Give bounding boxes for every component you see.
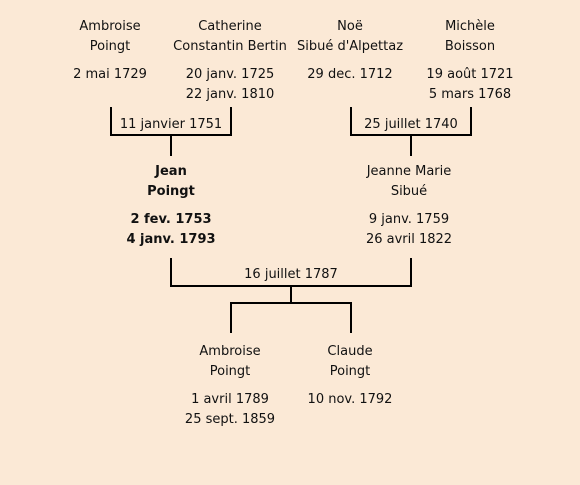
person-last-name: Sibué (390, 184, 428, 199)
person-first-name: Michèle (445, 19, 495, 34)
person-dates: 10 nov. 1792 (280, 390, 420, 410)
person-dates: 2 fev. 1753 4 janv. 1793 (101, 210, 241, 250)
person-ambroise-poingt-senior: Ambroise Poingt 2 mai 1729 (40, 17, 180, 85)
person-last-name: Poingt (209, 364, 251, 379)
person-dates: 9 janv. 1759 26 avril 1822 (339, 210, 479, 250)
marriage-date-right: 25 juillet 1740 (364, 117, 458, 132)
marriage-date-parents: 16 juillet 1787 (244, 267, 338, 282)
birth-date: 20 janv. 1725 (185, 67, 275, 82)
person-first-name: Ambroise (199, 344, 261, 359)
connector-parents-vertical-1 (170, 258, 172, 287)
person-last-name: Constantin Bertin (173, 39, 287, 54)
person-last-name: Boisson (444, 39, 496, 54)
birth-date: 2 fev. 1753 (130, 212, 212, 227)
person-dates: 2 mai 1729 (40, 65, 180, 85)
person-claude-poingt: Claude Poingt 10 nov. 1792 (280, 342, 420, 410)
connector-right-vertical-2 (470, 107, 472, 136)
connector-left-down (170, 134, 172, 156)
person-michele-boisson: Michèle Boisson 19 août 1721 5 mars 1768 (400, 17, 540, 105)
marriage-date-left: 11 janvier 1751 (119, 117, 223, 132)
person-first-name: Ambroise (79, 19, 141, 34)
person-dates: 20 janv. 1725 22 janv. 1810 (160, 65, 300, 105)
death-date: 5 mars 1768 (428, 87, 512, 102)
birth-date: 10 nov. 1792 (307, 392, 393, 407)
death-date: 22 janv. 1810 (185, 87, 275, 102)
person-first-name: Claude (327, 344, 373, 359)
death-date: 4 janv. 1793 (126, 232, 216, 247)
person-last-name: Sibué d'Alpettaz (296, 39, 404, 54)
death-date: 25 sept. 1859 (184, 412, 276, 427)
person-noe-sibue: Noë Sibué d'Alpettaz 29 dec. 1712 (280, 17, 420, 85)
person-catherine-constantin-bertin: Catherine Constantin Bertin 20 janv. 172… (160, 17, 300, 105)
person-dates: 29 dec. 1712 (280, 65, 420, 85)
person-dates: 1 avril 1789 25 sept. 1859 (160, 390, 300, 430)
death-date: 26 avril 1822 (365, 232, 453, 247)
birth-date: 29 dec. 1712 (307, 67, 393, 82)
person-first-name: Catherine (198, 19, 262, 34)
birth-date: 1 avril 1789 (191, 392, 269, 407)
connector-left-vertical-1 (110, 107, 112, 136)
person-first-name: Jean (155, 164, 187, 179)
connector-parents-vertical-2 (410, 258, 412, 287)
birth-date: 9 janv. 1759 (368, 212, 450, 227)
connector-parents-down (290, 285, 292, 304)
connector-right-vertical-1 (350, 107, 352, 136)
connector-children-vertical-1 (230, 302, 232, 333)
person-dates: 19 août 1721 5 mars 1768 (400, 65, 540, 105)
connector-right-down (410, 134, 412, 156)
person-ambroise-poingt-junior: Ambroise Poingt 1 avril 1789 25 sept. 18… (160, 342, 300, 430)
person-last-name: Poingt (89, 39, 131, 54)
person-jean-poingt: Jean Poingt 2 fev. 1753 4 janv. 1793 (101, 162, 241, 250)
person-last-name: Poingt (147, 184, 195, 199)
birth-date: 19 août 1721 (426, 67, 514, 82)
person-first-name: Noë (337, 19, 363, 34)
person-jeanne-marie-sibue: Jeanne Marie Sibué 9 janv. 1759 26 avril… (339, 162, 479, 250)
person-last-name: Poingt (329, 364, 371, 379)
connector-left-vertical-2 (230, 107, 232, 136)
connector-children-horizontal (230, 302, 352, 304)
connector-children-vertical-2 (350, 302, 352, 333)
birth-date: 2 mai 1729 (73, 67, 147, 82)
person-first-name: Jeanne Marie (366, 164, 452, 179)
